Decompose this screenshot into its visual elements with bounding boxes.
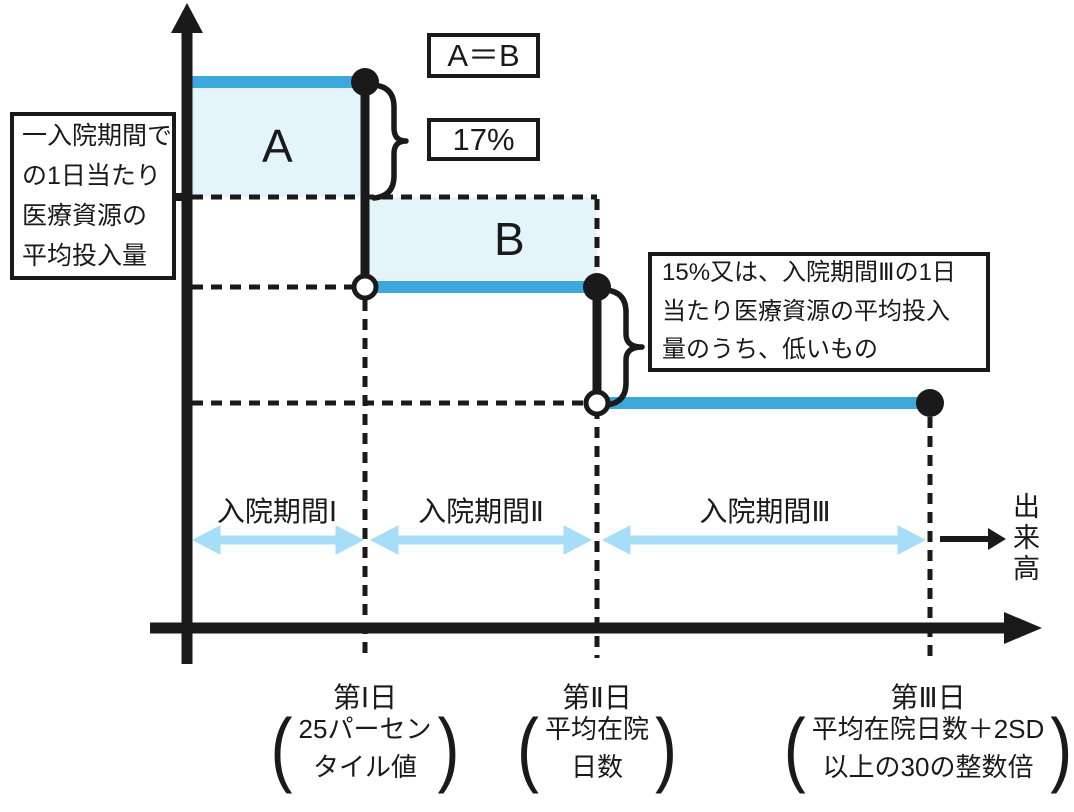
pct15-line: 当たり医療資源の平均投入 bbox=[662, 297, 950, 325]
y-axis-arrowhead bbox=[171, 3, 203, 33]
y-axis-label-line: 平均投入量 bbox=[22, 242, 148, 270]
open-paren: ( bbox=[783, 701, 806, 795]
period2-label: 入院期間Ⅱ bbox=[418, 496, 544, 527]
day3-label: 第Ⅲ日 bbox=[890, 682, 966, 713]
period1-arrowhead-right bbox=[335, 525, 365, 555]
a-equals-b-label: A＝B bbox=[447, 38, 520, 73]
period3-arrowhead-left bbox=[601, 525, 631, 555]
day3-note-line: 平均在院日数＋2SD bbox=[811, 714, 1045, 745]
a-equals-b-box: A＝B bbox=[427, 33, 540, 78]
fee-for-service-label: 出来高 bbox=[1009, 492, 1039, 585]
node-filled-day3 bbox=[916, 389, 944, 417]
open-paren: ( bbox=[270, 701, 293, 795]
day1-label: 第Ⅰ日 bbox=[332, 682, 398, 713]
x-axis-arrowhead bbox=[1004, 612, 1042, 644]
period2-arrowhead-right bbox=[563, 525, 593, 555]
y-axis-label-line: 医療資源の bbox=[22, 202, 148, 230]
region-b-fill bbox=[368, 197, 597, 287]
open-paren: ( bbox=[517, 701, 539, 795]
pct17-box: 17% bbox=[427, 118, 540, 161]
period3-arrowhead-right bbox=[897, 525, 927, 555]
close-paren: ) bbox=[655, 701, 677, 795]
period3-label: 入院期間Ⅲ bbox=[699, 496, 831, 527]
day2-note-line: 日数 bbox=[570, 752, 623, 782]
node-filled-day1 bbox=[351, 68, 379, 96]
period1-arrowhead-left bbox=[191, 525, 221, 555]
day2-note: ( 平均在院 日数 ) bbox=[500, 706, 694, 792]
day2-note-line: 平均在院 bbox=[544, 714, 649, 745]
pct15-line: 量のうち、低いもの bbox=[662, 336, 878, 364]
pct15-box: 15%又は、入院期間Ⅲの1日 当たり医療資源の平均投入 量のうち、低いもの bbox=[648, 252, 990, 372]
period2-arrowhead-left bbox=[369, 525, 399, 555]
day1-note-line: 25パーセン bbox=[298, 714, 432, 745]
day3-note: ( 平均在院日数＋2SD 以上の30の整数倍 ) bbox=[745, 706, 1074, 792]
y-axis-label-line: の1日当たり bbox=[22, 162, 161, 190]
day1-note-line: タイル値 bbox=[312, 752, 417, 782]
brace-15pct bbox=[603, 287, 645, 408]
node-open-day1 bbox=[351, 273, 379, 301]
region-a-label: A bbox=[262, 120, 293, 172]
day2-label: 第Ⅱ日 bbox=[562, 682, 632, 713]
region-b-label: B bbox=[494, 213, 525, 265]
fee-arrowhead bbox=[988, 528, 1006, 550]
node-filled-day2 bbox=[583, 273, 611, 301]
brace-17pct bbox=[371, 82, 409, 201]
node-open-day2 bbox=[583, 389, 611, 417]
close-paren: ) bbox=[1050, 701, 1073, 795]
period1-label: 入院期間Ⅰ bbox=[216, 496, 338, 527]
y-axis-label-box: 一入院期間で の1日当たり 医療資源の 平均投入量 bbox=[10, 112, 176, 280]
pct17-label: 17% bbox=[452, 122, 515, 157]
close-paren: ) bbox=[437, 701, 460, 795]
day1-note: ( 25パーセン タイル値 ) bbox=[255, 706, 475, 792]
y-axis-label-line: 一入院期間で bbox=[22, 122, 173, 150]
pct15-line: 15%又は、入院期間Ⅲの1日 bbox=[662, 259, 956, 287]
region-a-fill bbox=[191, 80, 365, 197]
day3-note-line: 以上の30の整数倍 bbox=[822, 752, 1034, 782]
